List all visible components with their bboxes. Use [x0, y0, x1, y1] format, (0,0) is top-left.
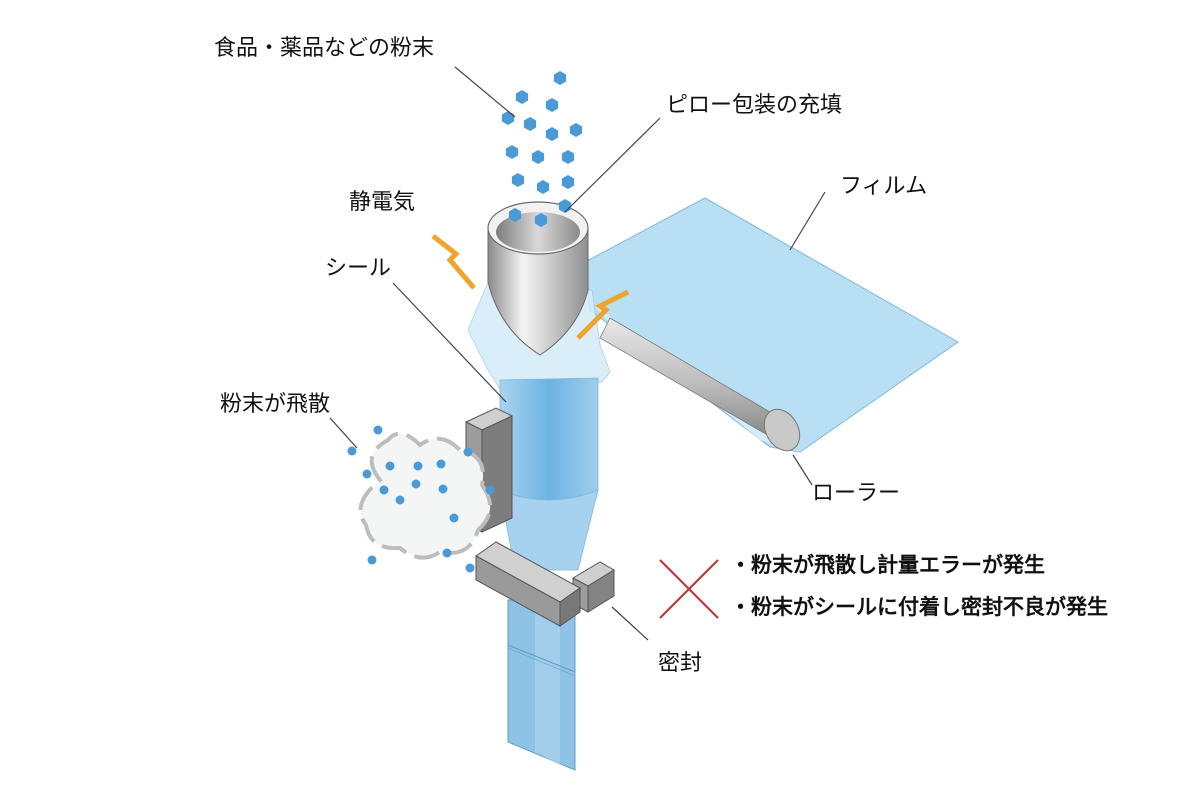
scattered-powder-dot: [413, 461, 423, 471]
powder-particle: [534, 213, 548, 227]
powder-particles: [347, 71, 583, 573]
roller-label: ローラー: [812, 481, 900, 506]
scattered-powder-dot: [436, 459, 446, 469]
scattered-powder-dot: [373, 425, 383, 435]
powder-particle: [508, 208, 522, 222]
scattered-powder-dot: [463, 447, 473, 457]
scattered-powder-dot: [395, 495, 405, 505]
scattered-powder-dot: [438, 484, 448, 494]
scatter-label: 粉末が飛散: [220, 392, 330, 417]
scattered-powder-dot: [362, 469, 372, 479]
filled-tube: [499, 377, 599, 571]
scattered-powder-dot: [367, 555, 377, 565]
scattered-powder-dot: [449, 513, 459, 523]
lightning-bolt-icon: [431, 234, 630, 340]
pillow-fill-label: ピロー包装の充填: [666, 93, 842, 118]
powder-particle: [515, 90, 529, 104]
package-strip: [507, 599, 576, 771]
film-label: フィルム: [840, 174, 927, 199]
scattered-powder-dot: [411, 479, 421, 489]
problem-item: ・粉末がシールに付着し密封不良が発生: [730, 595, 1108, 619]
seal-label: シール: [325, 256, 391, 281]
scattered-powder-dot: [379, 485, 389, 495]
powder-particle: [523, 117, 537, 131]
scattered-powder-dot: [485, 485, 495, 495]
problem-item: ・粉末が飛散し計量エラーが発生: [730, 553, 1045, 577]
sealing-label: 密封: [658, 651, 702, 676]
powder-particle: [536, 180, 550, 194]
leader-lines: [329, 66, 826, 641]
powder-label: 食品・薬品などの粉末: [214, 36, 434, 61]
powder-particle: [561, 175, 575, 189]
scattered-powder-dot: [385, 461, 395, 471]
powder-particle: [569, 123, 583, 137]
powder-particle: [553, 71, 567, 85]
cross-mark-icon: [659, 559, 719, 619]
powder-particle: [545, 127, 559, 141]
powder-particle: [505, 145, 519, 159]
powder-particle: [561, 150, 575, 164]
powder-particle: [531, 150, 545, 164]
powder-particle: [511, 173, 525, 187]
scattered-powder-dot: [442, 548, 452, 558]
horizontal-seal-jaws: [475, 541, 615, 627]
scattered-powder-dot: [347, 446, 357, 456]
static-label: 静電気: [349, 190, 415, 215]
powder-particle: [545, 98, 559, 112]
powder-particle: [501, 111, 515, 125]
roller: [599, 317, 801, 452]
scattered-powder-dot: [465, 563, 475, 573]
